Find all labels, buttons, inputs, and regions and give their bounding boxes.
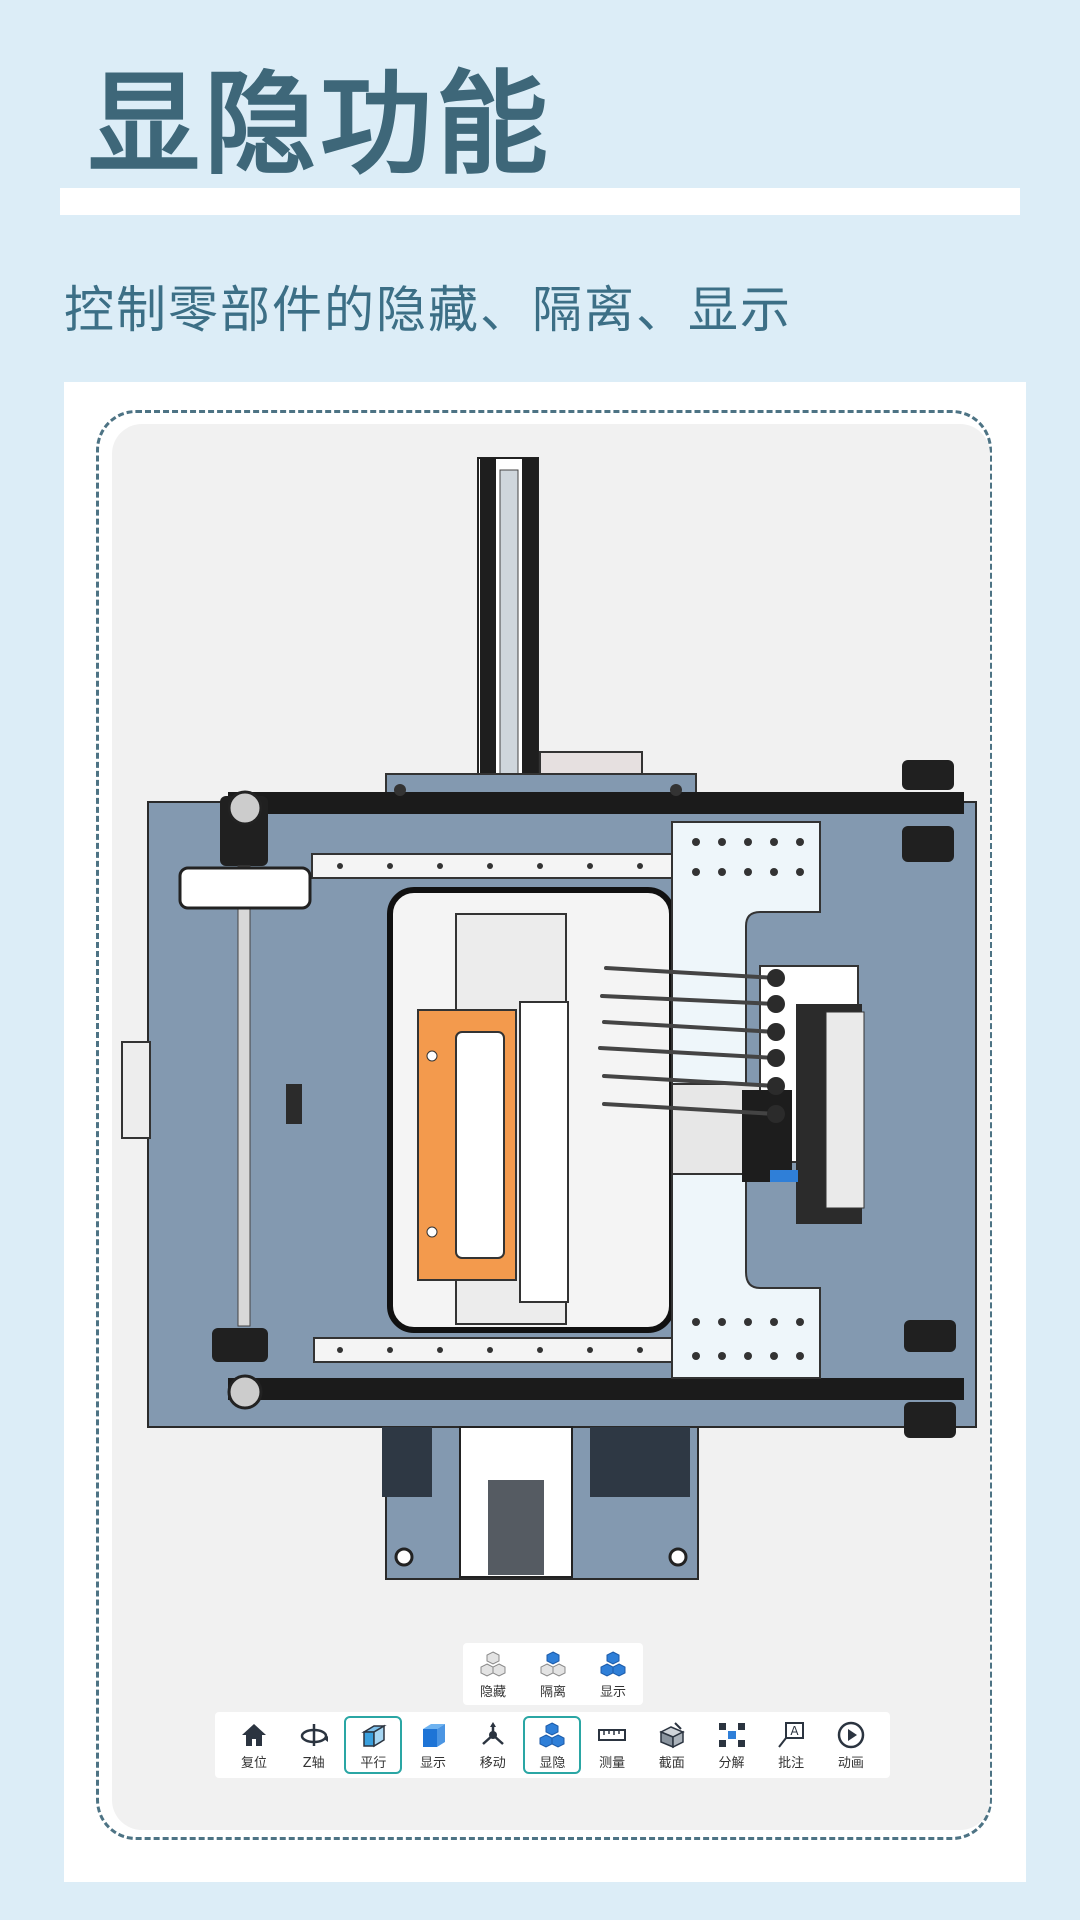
isolate-parts-label: 隔离 (539, 1684, 566, 1700)
display-label: 显示 (420, 1755, 447, 1771)
display-cube-icon (423, 1723, 446, 1747)
play-icon (837, 1721, 865, 1748)
annotation-button[interactable]: A 批注 (762, 1716, 820, 1774)
animation-label: 动画 (837, 1755, 864, 1771)
move-icon (481, 1721, 504, 1745)
svg-text:A: A (791, 1724, 800, 1738)
parallel-projection-icon (361, 1724, 388, 1747)
section-label: 截面 (658, 1755, 685, 1771)
show-parts-icon (600, 1650, 626, 1677)
title-underline-bar (60, 188, 1020, 215)
ruler-icon (598, 1728, 627, 1741)
left-shaft (237, 865, 251, 1327)
explode-icon (718, 1722, 745, 1747)
home-icon (242, 1723, 266, 1746)
measure-label: 测量 (599, 1755, 626, 1771)
hide-parts-label: 隐藏 (479, 1684, 506, 1700)
viewer-toolbar: 复位 Z轴 平行 显示 移动 (215, 1712, 890, 1778)
display-button[interactable]: 显示 (404, 1716, 462, 1774)
move-button[interactable]: 移动 (464, 1716, 522, 1774)
parallel-projection-button[interactable]: 平行 (344, 1716, 403, 1774)
isolate-parts-icon (540, 1650, 566, 1677)
cad-model[interactable] (112, 424, 990, 1830)
reset-button[interactable]: 复位 (225, 1716, 283, 1774)
page-title: 显隐功能 (88, 60, 552, 190)
top-belt (228, 792, 964, 814)
bottom-belt (228, 1378, 964, 1400)
annotation-label: 批注 (778, 1755, 805, 1771)
bottom-rail (313, 1337, 677, 1363)
hide-parts-icon (480, 1650, 506, 1677)
z-axis-rotate-icon (300, 1723, 328, 1746)
hide-parts-button[interactable]: 隐藏 (467, 1646, 519, 1702)
section-icon (659, 1721, 685, 1748)
annotation-icon: A (778, 1721, 805, 1748)
show-hide-icon (539, 1721, 565, 1748)
z-axis-button[interactable]: Z轴 (285, 1716, 343, 1774)
visibility-popup-menu: 隐藏 隔离 显示 (463, 1643, 643, 1705)
parallel-projection-label: 平行 (360, 1755, 387, 1771)
isolate-parts-button[interactable]: 隔离 (527, 1646, 579, 1702)
show-hide-button[interactable]: 显隐 (523, 1716, 582, 1774)
show-hide-label: 显隐 (539, 1755, 566, 1771)
section-button[interactable]: 截面 (643, 1716, 701, 1774)
page-subtitle: 控制零部件的隐藏、隔离、显示 (64, 281, 792, 339)
show-parts-button[interactable]: 显示 (587, 1646, 639, 1702)
show-parts-label: 显示 (599, 1684, 626, 1700)
reset-label: 复位 (240, 1755, 267, 1771)
measure-button[interactable]: 测量 (583, 1716, 641, 1774)
dashed-frame (96, 410, 992, 1840)
move-label: 移动 (479, 1755, 506, 1771)
model-viewport[interactable] (112, 424, 990, 1830)
z-axis-label: Z轴 (302, 1755, 325, 1771)
animation-button[interactable]: 动画 (822, 1716, 880, 1774)
explode-label: 分解 (718, 1755, 745, 1771)
explode-button[interactable]: 分解 (703, 1716, 761, 1774)
